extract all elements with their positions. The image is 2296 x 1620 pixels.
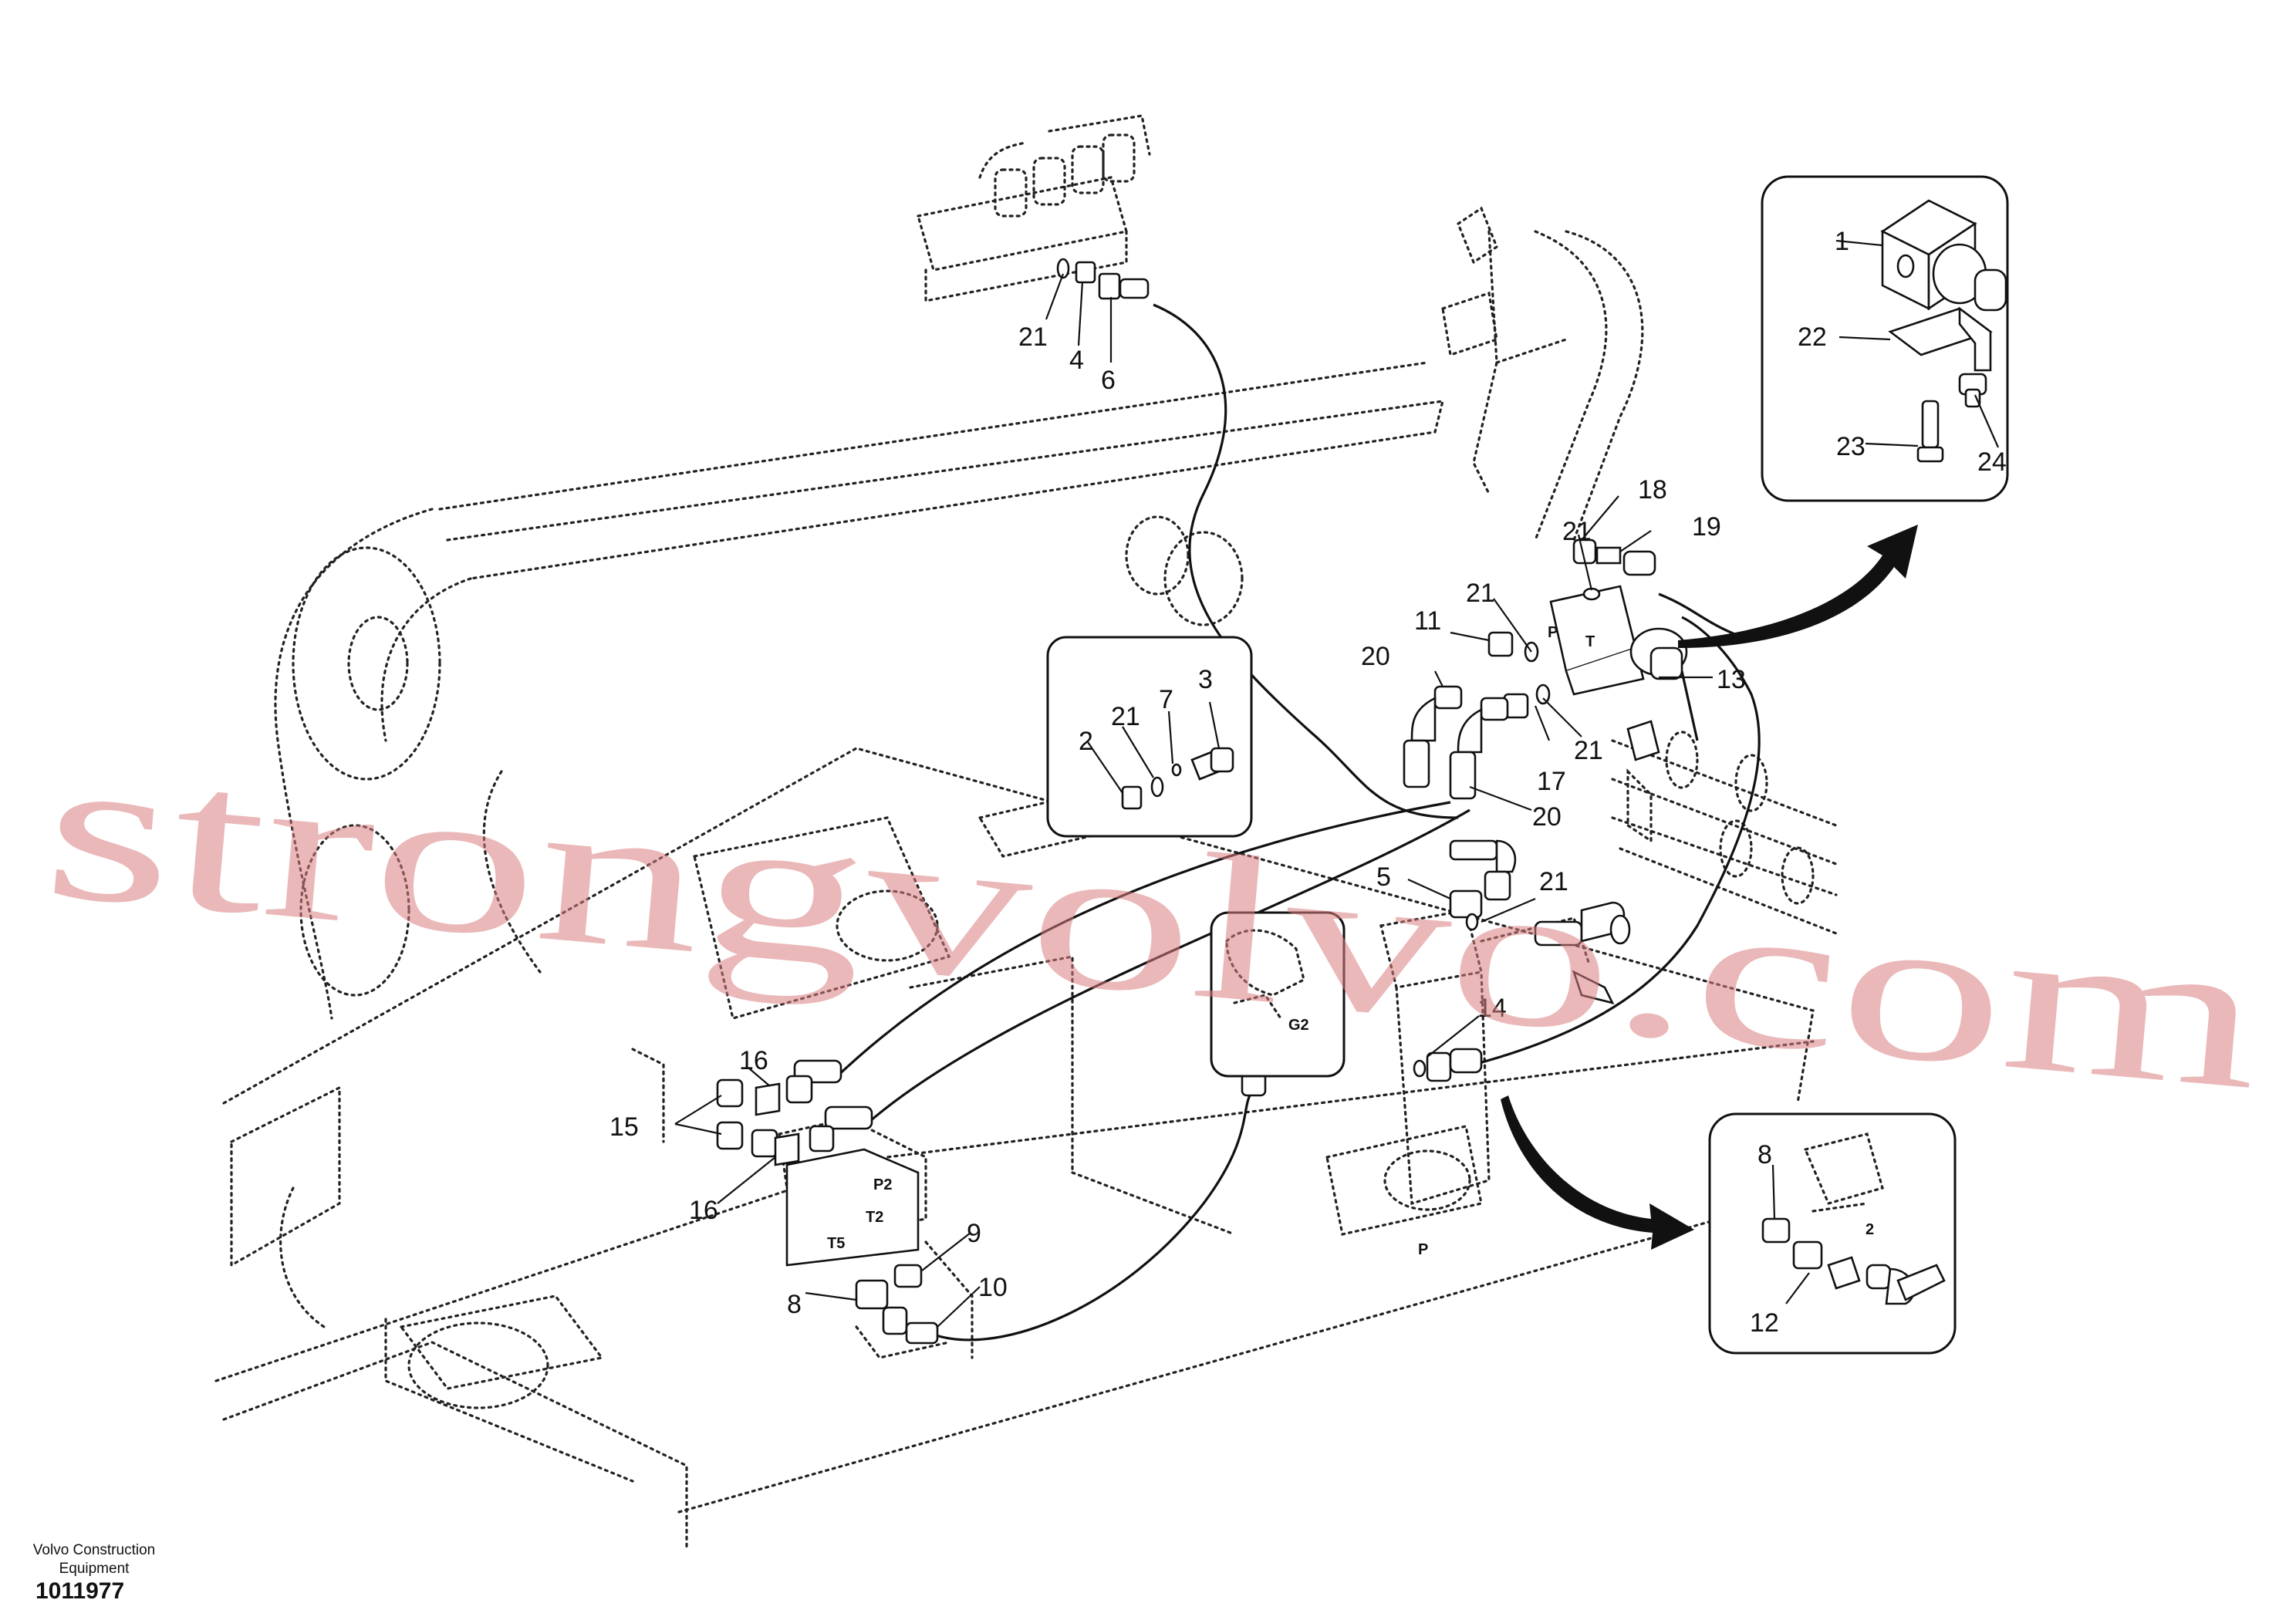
- callout-20-upper: 20: [1361, 642, 1390, 671]
- callout-3: 3: [1198, 665, 1213, 694]
- port-label-t5: T5: [827, 1235, 845, 1252]
- hose-20-lower: [863, 808, 1470, 1128]
- callout-21-top: 21: [1018, 322, 1048, 352]
- port-label-t2: T2: [866, 1209, 883, 1226]
- port-label-p-lower: P: [1418, 1241, 1428, 1258]
- port-label-g2: G2: [1288, 1017, 1309, 1034]
- callout-21-inset: 21: [1111, 702, 1140, 731]
- callout-6: 6: [1101, 366, 1116, 395]
- callout-2: 2: [1079, 727, 1093, 756]
- callout-9: 9: [967, 1219, 981, 1248]
- callout-17: 17: [1537, 767, 1566, 796]
- callout-14: 14: [1477, 994, 1507, 1023]
- callout-16-upper: 16: [739, 1046, 768, 1075]
- callout-21-item5: 21: [1539, 867, 1568, 896]
- drawing-number: 1011977: [35, 1578, 125, 1604]
- inset-detail-2: G2: [1210, 911, 1346, 1078]
- callout-11: 11: [1414, 606, 1441, 636]
- fittings: [716, 258, 1688, 1345]
- callout-labels: 21 4 6 1 22 23 24 18 19 21 21 11 20 13 2…: [609, 227, 2007, 1338]
- callout-18: 18: [1638, 475, 1667, 505]
- callout-10: 10: [978, 1273, 1008, 1302]
- callout-22: 22: [1798, 322, 1827, 352]
- hose-13: [1680, 670, 1699, 741]
- company-line-1: Volvo Construction: [32, 1542, 156, 1558]
- company-name: Volvo Construction Equipment: [17, 1541, 171, 1578]
- callout-16-lower: 16: [689, 1196, 718, 1225]
- port-label-t-valve: T: [1585, 633, 1595, 650]
- leader-lines: [674, 273, 1713, 1328]
- callout-1: 1: [1835, 227, 1849, 256]
- callout-13: 13: [1717, 665, 1746, 694]
- arrow-to-inset-3: [1678, 525, 1918, 648]
- callout-24: 24: [1977, 447, 2007, 477]
- callout-20-lower: 20: [1532, 802, 1562, 832]
- inset-detail-3: [1761, 175, 2009, 502]
- callout-19: 19: [1692, 512, 1721, 542]
- inset-detail-4: 2: [1708, 1112, 1957, 1355]
- hose-lines: [832, 303, 1761, 1342]
- port-label-p-valve: P: [1548, 624, 1558, 641]
- arrow-to-inset-4: [1501, 1095, 1694, 1250]
- callout-4: 4: [1069, 346, 1084, 375]
- detail-arrows: [1501, 525, 1918, 1250]
- hose-20-upper: [832, 801, 1451, 1082]
- callout-8-inset: 8: [1757, 1140, 1772, 1169]
- port-label-2: 2: [1866, 1221, 1874, 1238]
- callout-5: 5: [1376, 862, 1391, 892]
- callout-15: 15: [609, 1112, 639, 1142]
- machine-frame: [214, 114, 1838, 1552]
- callout-12: 12: [1750, 1308, 1779, 1338]
- inset-detail-1: [1046, 636, 1253, 838]
- callout-8: 8: [787, 1290, 802, 1319]
- callout-21-lower: 21: [1574, 736, 1603, 765]
- callout-7: 7: [1159, 685, 1173, 714]
- hose-6: [1153, 303, 1459, 819]
- hose-10: [933, 1095, 1251, 1342]
- callout-23: 23: [1836, 432, 1866, 461]
- hose-14: [1473, 616, 1761, 1066]
- port-label-p2: P2: [873, 1176, 892, 1193]
- callout-21-mid: 21: [1466, 579, 1495, 608]
- callout-21-valve: 21: [1562, 517, 1592, 546]
- company-line-2: Equipment: [59, 1561, 130, 1577]
